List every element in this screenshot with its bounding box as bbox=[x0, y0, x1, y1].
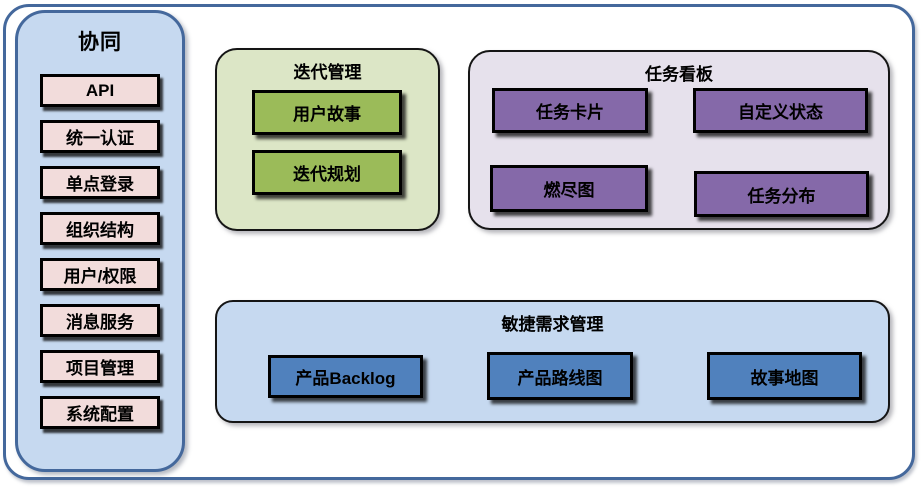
group-title-task-kanban: 任务看板 bbox=[645, 65, 713, 84]
feature-box-iteration-planning: 迭代规划 bbox=[252, 150, 402, 195]
feature-box-task-distribution: 任务分布 bbox=[694, 171, 869, 217]
sidebar-item-unified-auth: 统一认证 bbox=[40, 120, 160, 153]
sidebar-item-sso: 单点登录 bbox=[40, 166, 160, 199]
sidebar-panel-collaboration: 协同 API 统一认证 单点登录 组织结构 用户/权限 消息服务 项目管理 系统… bbox=[15, 10, 185, 472]
group-task-kanban: 任务看板 任务卡片 自定义状态 燃尽图 任务分布 bbox=[468, 50, 890, 230]
group-title-agile-requirements: 敏捷需求管理 bbox=[501, 315, 604, 334]
sidebar-item-project-management: 项目管理 bbox=[40, 350, 160, 383]
feature-box-product-roadmap: 产品路线图 bbox=[487, 352, 633, 400]
feature-box-custom-status: 自定义状态 bbox=[693, 88, 868, 133]
feature-box-story-map: 故事地图 bbox=[707, 352, 862, 400]
sidebar-title: 协同 bbox=[78, 31, 122, 54]
group-title-iteration-management: 迭代管理 bbox=[293, 63, 362, 82]
sidebar-item-message-service: 消息服务 bbox=[40, 304, 160, 337]
feature-box-burndown-chart: 燃尽图 bbox=[490, 165, 648, 212]
feature-box-user-story: 用户故事 bbox=[252, 90, 402, 135]
feature-box-task-card: 任务卡片 bbox=[492, 88, 648, 133]
group-agile-requirements: 敏捷需求管理 产品Backlog 产品路线图 故事地图 bbox=[215, 300, 890, 423]
sidebar-item-user-permission: 用户/权限 bbox=[40, 258, 160, 291]
sidebar-item-list: API 统一认证 单点登录 组织结构 用户/权限 消息服务 项目管理 系统配置 bbox=[40, 74, 160, 429]
sidebar-item-api: API bbox=[40, 74, 160, 107]
group-iteration-management: 迭代管理 用户故事 迭代规划 bbox=[215, 48, 440, 231]
sidebar-item-org-structure: 组织结构 bbox=[40, 212, 160, 245]
feature-box-product-backlog: 产品Backlog bbox=[268, 355, 423, 398]
sidebar-item-system-config: 系统配置 bbox=[40, 396, 160, 429]
